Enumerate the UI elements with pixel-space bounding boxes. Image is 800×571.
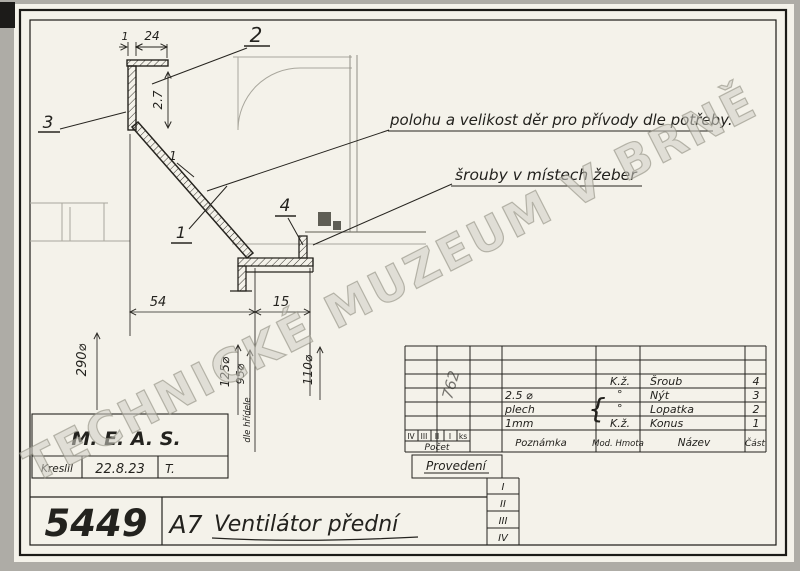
flange-part [126, 59, 169, 131]
top-dimensions [119, 42, 168, 128]
drawing-format: A7 [167, 510, 202, 539]
bottom-dimensions [97, 134, 320, 452]
provedeni-variant-1: I [502, 482, 505, 493]
provedeni-variant-4: IV [498, 533, 509, 544]
header-mod-hmota: Mod. Hmota [592, 439, 644, 449]
dim-24: 24 [144, 29, 159, 43]
part-label-4: 4 [280, 196, 291, 216]
part-label-1-lower: 1 [176, 223, 186, 242]
part-row-mod: K.ž. [610, 375, 630, 388]
dim-54: 54 [150, 295, 167, 310]
paper-sheet [14, 4, 794, 562]
drawing-number: 5449 [45, 502, 148, 545]
diagonal-member [130, 120, 255, 260]
part-row-name: Šroub [650, 375, 682, 388]
border-frame [18, 8, 788, 557]
provedeni-variant-3: III [499, 516, 508, 527]
dim-15: 15 [273, 295, 290, 310]
part-row-name: Konus [650, 417, 683, 430]
scan-corner-mark [0, 2, 15, 28]
dim-shaft-note: dle hřídele [243, 397, 253, 442]
company-name: M. E. A. S. [71, 428, 180, 450]
part-row-note: 1mm [505, 417, 533, 430]
dim-27: 2.7 [151, 90, 165, 109]
header-cell-i: I [449, 432, 451, 441]
part-row-mod: ° [617, 388, 623, 401]
part-row-qty: 4 [753, 375, 760, 388]
part-row-mod: K.ž. [610, 417, 630, 430]
note-screws: šrouby v místech žeber [455, 166, 638, 184]
table-brace: { [588, 392, 606, 425]
header-pocet: Počet [425, 442, 450, 453]
parts-table-content: K.ž. Šroub 4 2.5 ⌀ ° Nýt 3 plech ° Lopat… [407, 375, 765, 453]
header-cell-iv: IV [407, 432, 415, 441]
dim-1: 1 [122, 30, 129, 43]
part-row-note: plech [504, 403, 535, 416]
drafter-initial: T. [165, 462, 175, 476]
part-label-leaders [38, 45, 304, 246]
dim-125: 125⌀ [218, 356, 232, 387]
part-row-name: Lopatka [650, 403, 694, 416]
provedeni-variant-2: II [500, 499, 506, 510]
header-nazev: Název [678, 437, 711, 449]
drawing-date: 22.8.23 [95, 462, 145, 477]
note-holes: polohu a velikost děr pro přívody dle po… [389, 111, 733, 129]
part-row-qty: 2 [753, 403, 760, 416]
header-poznamka: Poznámka [515, 437, 567, 449]
header-cell-ii: II [435, 432, 439, 441]
part-row-qty: 3 [753, 389, 760, 402]
title-strip-grid [30, 496, 487, 545]
drawing-title: Ventilátor přední [214, 512, 401, 537]
header-cell-iii: III [421, 432, 428, 441]
part-row-note: 2.5 ⌀ [505, 389, 533, 402]
provedeni-block [411, 454, 520, 545]
part-label-1-upper: 1 [169, 149, 177, 163]
part-row-mod: ° [617, 402, 623, 415]
part-row-qty: 1 [753, 417, 760, 430]
part-label-3: 3 [43, 113, 54, 133]
note-leaders [206, 129, 713, 246]
header-cast: Část [745, 437, 765, 449]
header-ks: ks [459, 432, 467, 441]
provedeni-label: Provedení [426, 459, 488, 473]
part-label-2: 2 [250, 23, 263, 47]
parts-table-grid [404, 345, 767, 453]
dim-290: 290⌀ [75, 344, 90, 377]
company-block-grid [31, 413, 229, 479]
part-row-name: Nýt [650, 389, 670, 402]
dim-110: 110⌀ [301, 354, 315, 385]
kreslil-label: Kreslil [41, 463, 73, 475]
dim-95: 95⌀ [234, 363, 247, 384]
